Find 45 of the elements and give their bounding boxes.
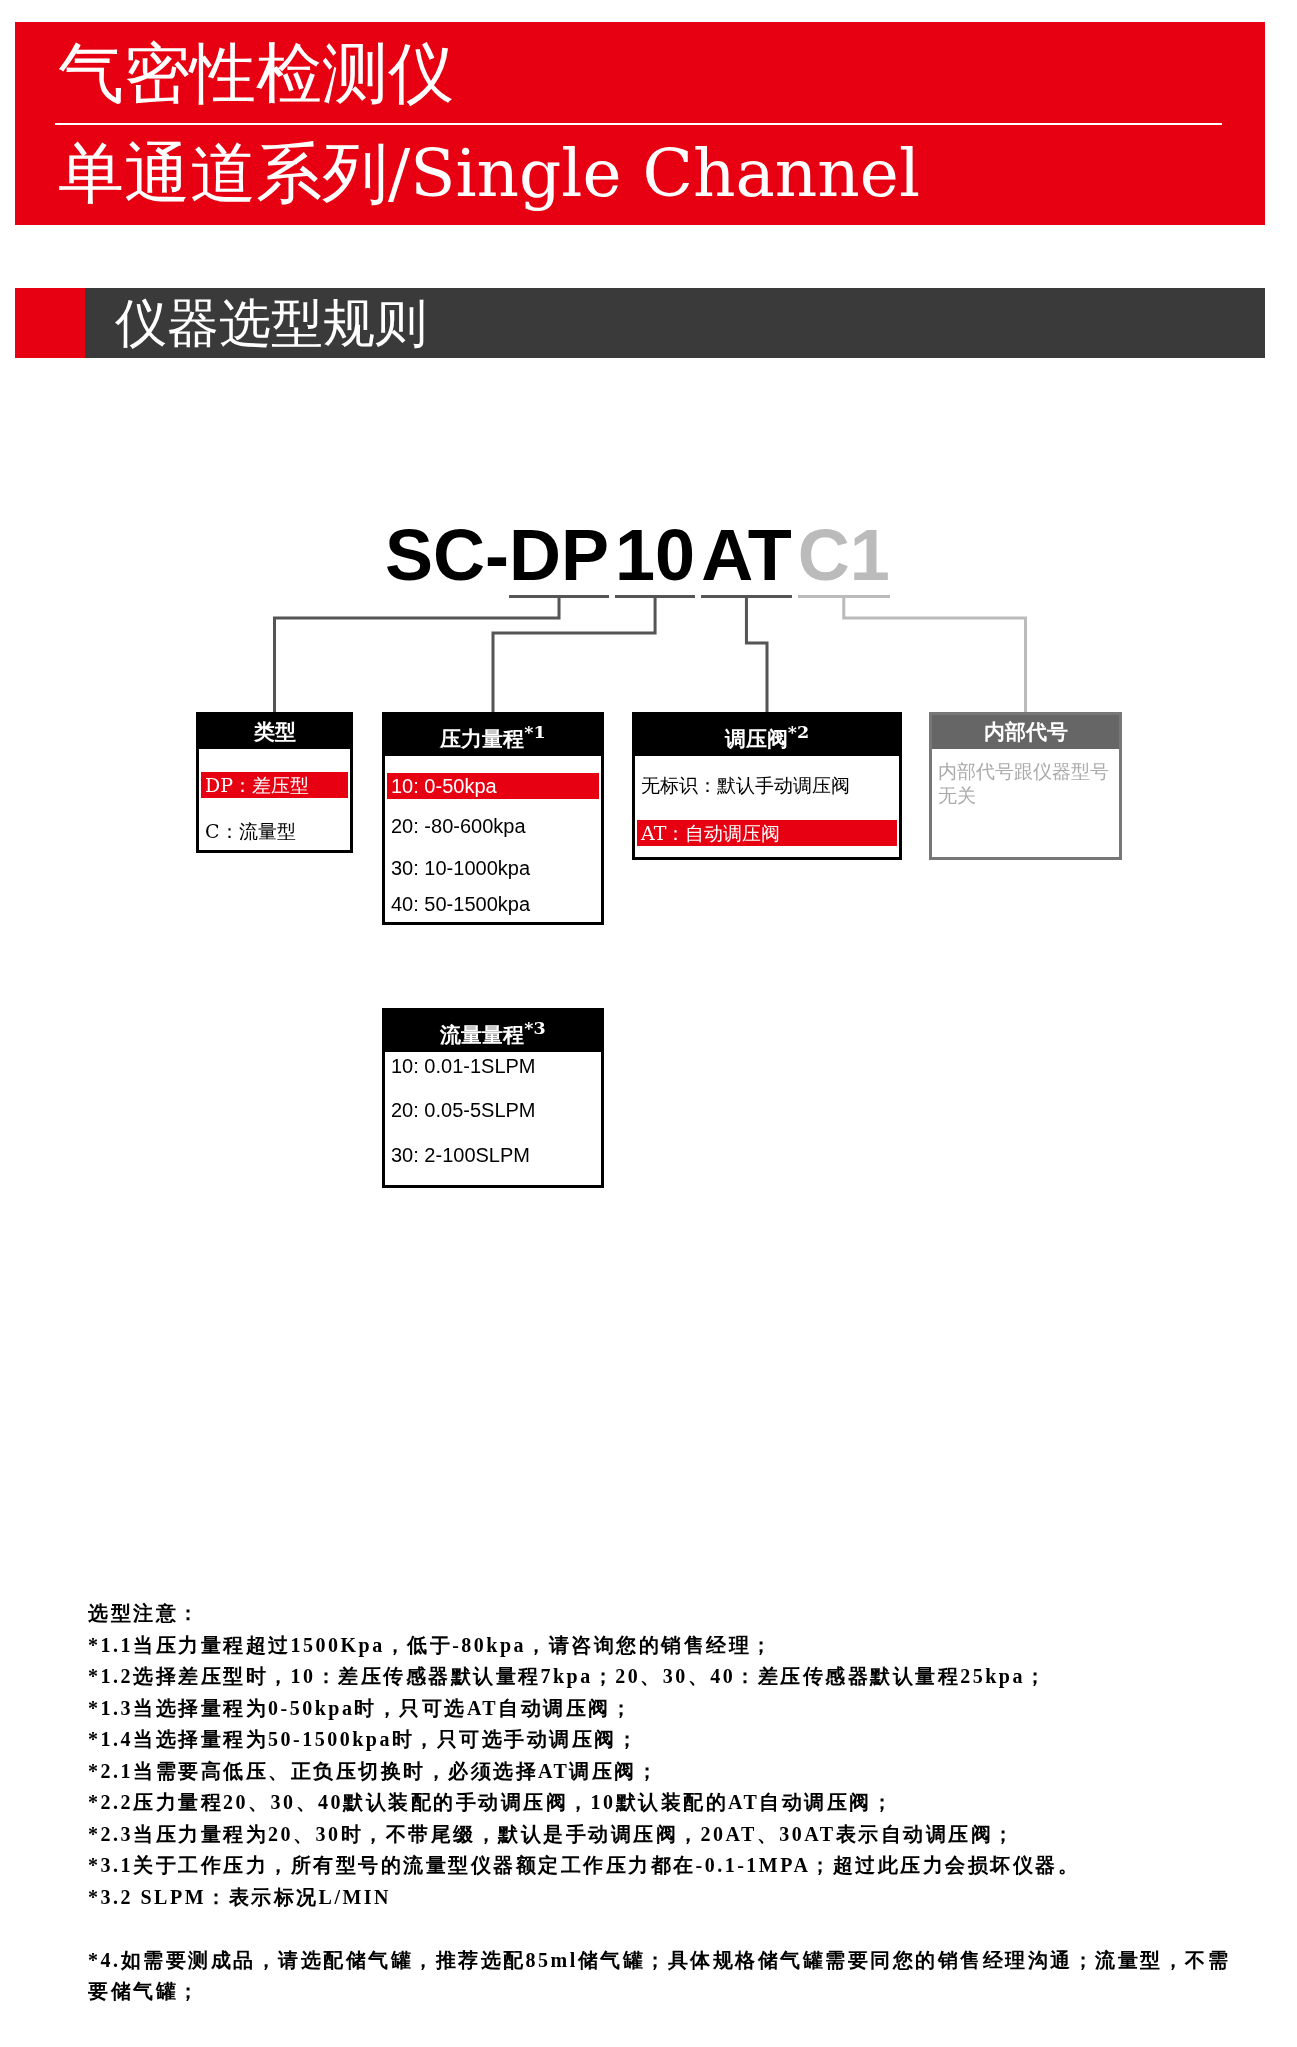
option-text: 40: 50-1500kpa bbox=[390, 892, 531, 917]
note-text: *1.1当压力量程超过1500Kpa，低于-80kpa，请咨询您的销售经理； bbox=[88, 1632, 775, 1659]
connector-line bbox=[273, 598, 561, 712]
note-text: *3.2 SLPM：表示标况L/MIN bbox=[88, 1884, 393, 1910]
option-text: 10: 0.01-1SLPM bbox=[390, 1054, 537, 1079]
table-header: 内部代号 bbox=[932, 715, 1119, 749]
note-text: *1.2选择差压型时，10：差压传感器默认量程7kpa；20、30、40：差压传感器默认量程25kpa； bbox=[88, 1664, 1049, 1690]
option-table bbox=[929, 712, 1122, 860]
note-text: *2.1当需要高低压、正负压切换时，必须选择AT调压阀； bbox=[88, 1758, 661, 1784]
option-text: 20: 0.05-5SLPM bbox=[390, 1098, 537, 1123]
option-text: 20: -80-600kpa bbox=[390, 814, 527, 839]
model-code-segment: 10 bbox=[615, 515, 696, 598]
note-text: *4.如需要测成品，请选配储气罐，推荐选配85ml储气罐；具体规格储气罐需要同您的销售经理沟通；流量型，不需要储气罐； bbox=[88, 1947, 1232, 2004]
option-text: C：流量型 bbox=[204, 819, 297, 844]
option-text: 30: 2-100SLPM bbox=[390, 1143, 531, 1168]
subtitle: 单通道系列/Single Channel bbox=[58, 134, 920, 214]
connector-line bbox=[842, 598, 1027, 712]
model-code-segment: C1 bbox=[797, 515, 890, 598]
table-header: 压力量程$^{*1}$ bbox=[385, 715, 601, 756]
option-table bbox=[632, 712, 902, 860]
option-table bbox=[382, 1008, 604, 1188]
title: 气密性检测仪 bbox=[58, 34, 454, 114]
table-header: 调压阀$^{*2}$ bbox=[635, 715, 899, 756]
table-header: 流量量程$^{*3}$ bbox=[385, 1011, 601, 1052]
note-text: *1.4当选择量程为50-1500kpa时，只可选手动调压阀； bbox=[88, 1727, 641, 1753]
note-text: *2.2压力量程20、30、40默认装配的手动调压阀，10默认装配的AT自动调压阀； bbox=[88, 1790, 896, 1815]
section-heading: 仪器选型规则 bbox=[115, 292, 427, 355]
option-text: 30: 10-1000kpa bbox=[390, 856, 531, 881]
option-text: 无标识：默认手动调压阀 bbox=[640, 773, 851, 798]
note-text: 选型注意： bbox=[88, 1601, 202, 1626]
option-text: 内部代号跟仪器型号无关 bbox=[937, 759, 1110, 807]
connector-line bbox=[491, 598, 657, 712]
option-table bbox=[196, 712, 353, 853]
option-table bbox=[382, 712, 604, 925]
highlighted-option: 10: 0-50kpa bbox=[387, 773, 599, 799]
note-text: *3.1关于工作压力，所有型号的流量型仪器额定工作压力都在-0.1-1MPA；超过此压力会损坏仪器。 bbox=[88, 1853, 1082, 1878]
model-code-segment: AT bbox=[701, 515, 792, 598]
model-code-segment: DP bbox=[509, 515, 610, 598]
highlighted-option: AT：自动调压阀 bbox=[637, 820, 897, 846]
note-text: *1.3当选择量程为0-50kpa时，只可选AT自动调压阀； bbox=[88, 1695, 635, 1722]
connector-line bbox=[744, 598, 769, 712]
table-header: 类型 bbox=[199, 715, 350, 749]
note-text: *2.3当压力量程为20、30时，不带尾缀，默认是手动调压阀，20AT、30AT表示自动调压阀； bbox=[88, 1821, 1017, 1847]
highlighted-option: DP：差压型 bbox=[201, 772, 348, 798]
model-code-prefix: SC- bbox=[385, 515, 509, 597]
